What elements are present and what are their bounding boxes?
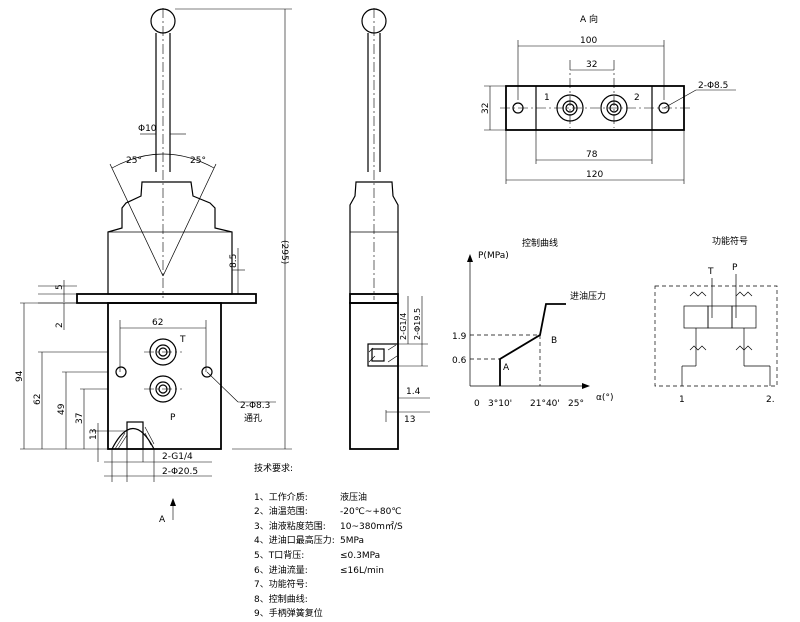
front-port-t: T xyxy=(179,335,186,345)
req-value: -20℃~+80℃ xyxy=(340,507,402,518)
req-row: 4、进油口最高压力: 5MPa xyxy=(254,534,554,549)
curve-y-label: P(MPa) xyxy=(478,251,509,261)
req-key: 3、油液粘度范围: xyxy=(254,521,326,532)
req-key: 2、油温范围: xyxy=(254,507,308,518)
view-a-hole-spec: 2-Φ8.5 xyxy=(698,81,728,91)
view-a: A 向 1 2 100 32 32 2-Φ8.5 xyxy=(481,13,736,184)
dim-62-top: 62 xyxy=(152,318,163,328)
view-a-title: A 向 xyxy=(580,13,598,25)
req-row: 6、进油流量: ≤16L/min xyxy=(254,564,554,579)
curve-ytick-2: 0.6 xyxy=(452,356,467,366)
angle-left-label: 25° xyxy=(126,156,142,166)
req-row: 1、工作介质: 液压油 xyxy=(254,491,554,506)
curve-xtick-1: 0 xyxy=(474,399,480,409)
view-arrow-label: A xyxy=(159,515,166,525)
dim-100: 100 xyxy=(580,36,597,46)
counterbore-spec-label: 2-Φ20.5 xyxy=(162,467,198,477)
dim-32-top: 32 xyxy=(586,60,597,70)
req-value: ≤16L/min xyxy=(340,565,385,576)
side-counterbore-label: 2-Φ19.5 xyxy=(413,308,422,340)
curve-xtick-3: 21°40' xyxy=(530,399,560,409)
view-a-port-2: 2 xyxy=(634,93,640,103)
side-view: 2-G1/4 2-Φ19.5 1.4 13 xyxy=(349,8,430,450)
function-symbol: 功能符号 T P 1 2. xyxy=(654,235,778,405)
curve-xtick-4: 25° xyxy=(568,399,584,409)
req-value: 10~380m㎡/S xyxy=(340,521,403,532)
dim-49: 49 xyxy=(57,403,67,415)
req-key: 1、工作介质: xyxy=(254,492,308,503)
dim-62-left: 62 xyxy=(33,394,43,405)
view-a-port-1: 1 xyxy=(544,93,550,103)
dim-5: 5 xyxy=(55,284,65,290)
dim-37: 37 xyxy=(75,413,85,424)
overall-height-label: (295) xyxy=(279,240,289,264)
req-value: ≤0.3MPa xyxy=(340,550,381,561)
side-thread-label: 2-G1/4 xyxy=(399,313,408,340)
req-row: 7、功能符号: xyxy=(254,578,554,593)
req-row: 2、油温范围: -20℃~+80℃ xyxy=(254,505,554,520)
req-key: 6、进油流量: xyxy=(254,565,308,576)
curve-xtick-2: 3°10' xyxy=(488,399,512,409)
side-body xyxy=(349,302,399,450)
dim-94: 94 xyxy=(15,370,25,382)
symbol-port-1: 1 xyxy=(679,395,685,405)
side-dim-13: 13 xyxy=(404,415,415,425)
req-row: 8、控制曲线: xyxy=(254,593,554,608)
req-value: 液压油 xyxy=(340,492,368,503)
symbol-port-p: P xyxy=(732,263,738,273)
symbol-port-t: T xyxy=(707,267,714,277)
dia-handle-label: Φ10 xyxy=(138,124,157,134)
tech-requirements: 技术要求: 1、工作介质: 液压油 2、油温范围: -20℃~+80℃ 3、油液粘度… xyxy=(254,462,554,622)
req-key: 7、功能符号: xyxy=(254,580,308,591)
curve-line xyxy=(499,303,566,386)
thread-spec-label: 2-G1/4 xyxy=(162,452,193,462)
angle-right-label: 25° xyxy=(190,156,206,166)
req-key: 4、进油口最高压力: xyxy=(254,536,335,547)
control-curve: 控制曲线 P(MPa) α(°) 1.9 0.6 A B 进油压力 0 3°10… xyxy=(452,237,613,409)
symbol-port-2: 2. xyxy=(766,395,775,405)
dim-120: 120 xyxy=(586,170,603,180)
hole-note-label: 通孔 xyxy=(244,413,262,424)
req-key: 5、T口背压: xyxy=(254,550,305,561)
front-view: Φ10 25° 25° 8.5 5 2 62 xyxy=(15,8,292,525)
dim-13-front: 13 xyxy=(89,429,99,440)
valve-body xyxy=(107,302,222,450)
dim-8-5: 8.5 xyxy=(229,254,239,268)
req-key: 8、控制曲线: xyxy=(254,594,308,605)
req-key: 9、手柄弹簧复位 xyxy=(254,609,323,620)
symbol-title: 功能符号 xyxy=(712,235,748,247)
tech-requirements-title: 技术要求: xyxy=(254,464,294,474)
dim-32-side: 32 xyxy=(481,103,491,114)
req-row: 3、油液粘度范围: 10~380m㎡/S xyxy=(254,520,554,535)
req-value: 5MPa xyxy=(340,536,365,547)
dim-78: 78 xyxy=(586,150,598,160)
curve-title: 控制曲线 xyxy=(522,237,558,249)
req-row: 9、手柄弹簧复位 xyxy=(254,607,554,622)
hole-spec-label: 2-Φ8.3 xyxy=(240,401,270,411)
side-dim-1-4: 1.4 xyxy=(406,387,421,397)
dim-2: 2 xyxy=(55,322,65,328)
curve-x-label: α(°) xyxy=(596,393,613,403)
curve-point-a: A xyxy=(503,363,510,373)
curve-point-b: B xyxy=(551,336,557,346)
req-row: 5、T口背压: ≤0.3MPa xyxy=(254,549,554,564)
curve-ytick-1: 1.9 xyxy=(452,332,467,342)
curve-annotation: 进油压力 xyxy=(570,290,606,302)
front-port-p: P xyxy=(170,413,176,423)
